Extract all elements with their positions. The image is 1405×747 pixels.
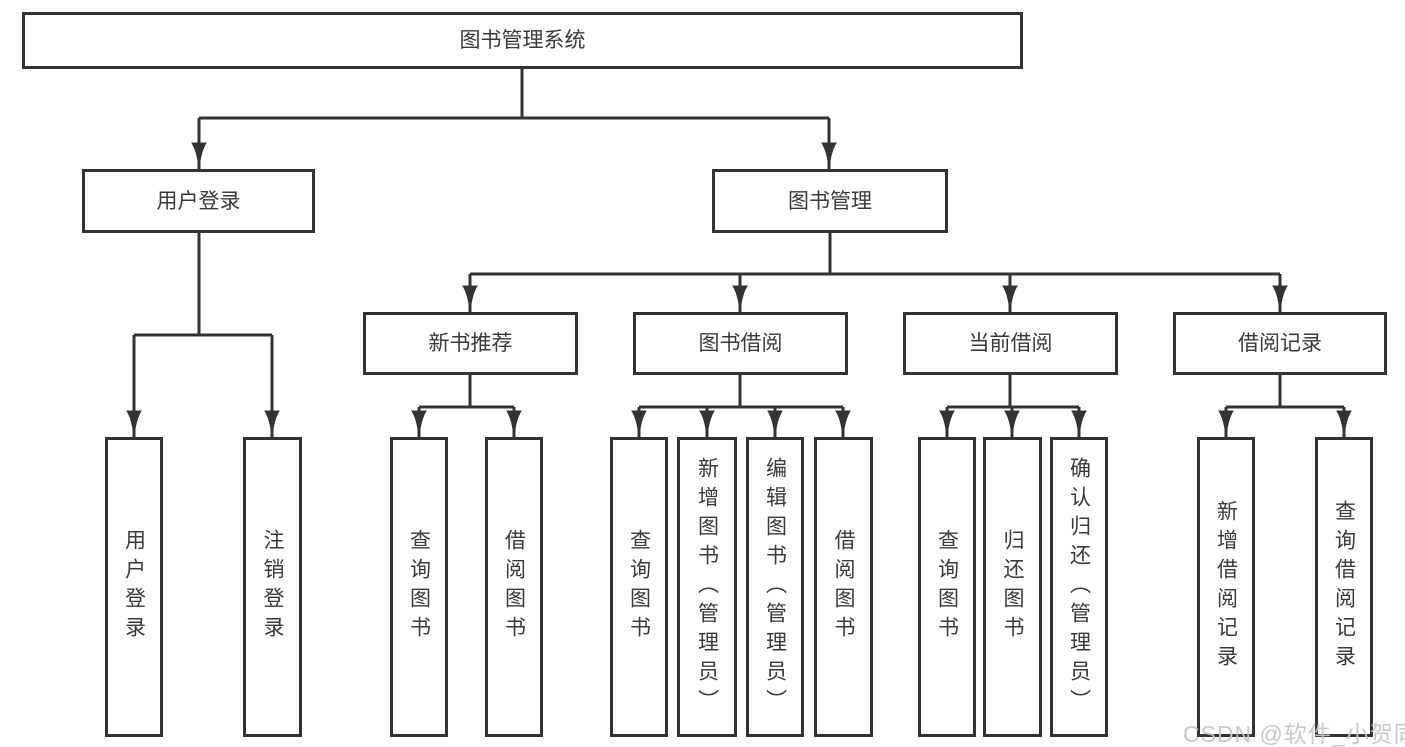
node-root-label: 图书管理系统 — [459, 29, 586, 52]
leaf-cb-confirm-return-admin-label: 确认归还（管理员） — [1067, 456, 1091, 718]
leaf-logout-label: 注销登录 — [261, 529, 284, 645]
node-root: 图书管理系统 — [22, 12, 1023, 69]
node-current-borrow-label: 当前借阅 — [968, 332, 1053, 355]
leaf-cb-query-books: 查询图书 — [918, 437, 976, 737]
leaf-cb-return-books: 归还图书 — [983, 437, 1042, 737]
node-new-books: 新书推荐 — [363, 312, 578, 375]
node-borrow-records-label: 借阅记录 — [1238, 332, 1322, 355]
node-new-books-label: 新书推荐 — [428, 332, 513, 355]
csdn-watermark: CSDN @软件_小贺同学 — [1183, 721, 1405, 747]
node-borrow-records: 借阅记录 — [1173, 312, 1387, 375]
leaf-bb-query-books-label: 查询图书 — [627, 529, 651, 645]
node-book-mgmt: 图书管理 — [712, 169, 948, 233]
leaf-bb-edit-books-admin: 编辑图书（管理员） — [746, 437, 804, 737]
leaf-nb-borrow-books: 借阅图书 — [485, 437, 543, 737]
leaf-bb-borrow-books: 借阅图书 — [814, 437, 873, 737]
wire-root-split — [134, 66, 1344, 409]
leaf-logout: 注销登录 — [243, 437, 302, 737]
leaf-br-query-record: 查询借阅记录 — [1315, 437, 1373, 737]
leaf-bb-add-books-admin-label: 新增图书（管理员） — [695, 456, 719, 718]
node-user-login: 用户登录 — [82, 169, 315, 233]
leaf-bb-borrow-books-label: 借阅图书 — [832, 529, 855, 645]
node-book-mgmt-label: 图书管理 — [788, 189, 872, 213]
leaf-nb-query-books-label: 查询图书 — [407, 529, 431, 645]
leaf-user-login: 用户登录 — [105, 437, 163, 737]
leaf-cb-return-books-label: 归还图书 — [1001, 529, 1024, 645]
node-user-login-label: 用户登录 — [156, 189, 241, 213]
node-current-borrow: 当前借阅 — [903, 312, 1118, 375]
leaf-cb-query-books-label: 查询图书 — [935, 529, 959, 645]
leaf-br-query-record-label: 查询借阅记录 — [1332, 500, 1356, 674]
node-book-borrow-label: 图书借阅 — [698, 332, 783, 355]
leaf-user-login-label: 用户登录 — [122, 529, 146, 645]
leaf-bb-edit-books-admin-label: 编辑图书（管理员） — [763, 456, 787, 718]
leaf-cb-confirm-return-admin: 确认归还（管理员） — [1050, 437, 1108, 737]
leaf-br-add-record-label: 新增借阅记录 — [1214, 500, 1238, 674]
leaf-nb-borrow-books-label: 借阅图书 — [502, 529, 526, 645]
leaf-nb-query-books: 查询图书 — [390, 437, 448, 737]
leaf-bb-add-books-admin: 新增图书（管理员） — [677, 437, 737, 737]
leaf-bb-query-books: 查询图书 — [610, 437, 668, 737]
node-book-borrow: 图书借阅 — [633, 312, 848, 375]
leaf-br-add-record: 新增借阅记录 — [1197, 437, 1255, 737]
